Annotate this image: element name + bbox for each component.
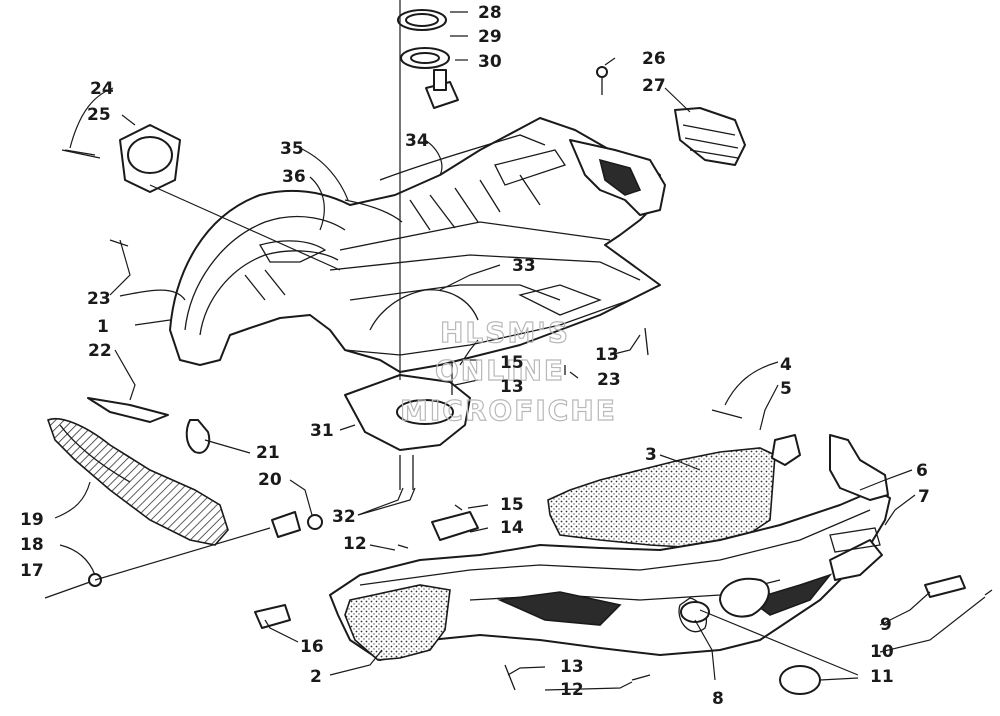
watermark-line-1: HLSM'S bbox=[440, 316, 570, 349]
callout-18: 18 bbox=[20, 535, 44, 555]
callout-4: 4 bbox=[780, 355, 792, 375]
leader-lines bbox=[54, 0, 986, 691]
callout-12-top: 12 bbox=[343, 534, 367, 554]
callout-13-center: 13 bbox=[500, 377, 524, 397]
callout-27: 27 bbox=[642, 76, 666, 96]
watermark: HLSM'S ONLINE MICROFICHE bbox=[399, 315, 617, 427]
small-parts bbox=[44, 9, 993, 695]
callout-13-right: 13 bbox=[595, 345, 619, 365]
upper-pan-assembly bbox=[169, 117, 666, 373]
callout-29: 29 bbox=[478, 27, 502, 47]
callout-7: 7 bbox=[918, 487, 930, 507]
callout-labels: 1 2 3 4 5 6 7 8 9 10 11 12 12 13 13 13 1… bbox=[20, 3, 930, 709]
callout-30: 30 bbox=[478, 52, 502, 72]
callout-23-right: 23 bbox=[597, 370, 621, 390]
watermark-line-2: ONLINE bbox=[435, 354, 565, 387]
callout-20: 20 bbox=[258, 470, 282, 490]
callout-36: 36 bbox=[282, 167, 306, 187]
callout-35: 35 bbox=[280, 139, 304, 159]
callout-11: 11 bbox=[870, 667, 894, 687]
callout-16: 16 bbox=[300, 637, 324, 657]
callout-31: 31 bbox=[310, 421, 334, 441]
callout-8: 8 bbox=[712, 689, 724, 709]
callout-10: 10 bbox=[870, 642, 894, 662]
callout-32: 32 bbox=[332, 507, 356, 527]
callout-13-bottom: 13 bbox=[560, 657, 584, 677]
watermark-line-3: MICROFICHE bbox=[400, 394, 617, 427]
callout-5: 5 bbox=[780, 379, 792, 399]
callout-17: 17 bbox=[20, 561, 44, 581]
callout-26: 26 bbox=[642, 49, 666, 69]
callout-22: 22 bbox=[88, 341, 112, 361]
callout-34: 34 bbox=[405, 131, 429, 151]
callout-33: 33 bbox=[512, 256, 536, 276]
callout-9: 9 bbox=[880, 615, 892, 635]
callout-21: 21 bbox=[256, 443, 280, 463]
callout-15-upper: 15 bbox=[500, 353, 524, 373]
callout-28: 28 bbox=[478, 3, 502, 23]
callout-23-left: 23 bbox=[87, 289, 111, 309]
callout-12-bottom: 12 bbox=[560, 680, 584, 700]
callout-15-lower: 15 bbox=[500, 495, 524, 515]
callout-3: 3 bbox=[645, 445, 657, 465]
callout-14: 14 bbox=[500, 518, 524, 538]
lower-pan-assembly bbox=[329, 434, 891, 661]
callout-24: 24 bbox=[90, 79, 114, 99]
callout-2: 2 bbox=[310, 667, 322, 687]
callout-1: 1 bbox=[97, 317, 109, 337]
callout-25: 25 bbox=[87, 105, 111, 125]
callout-6: 6 bbox=[916, 461, 928, 481]
callout-19: 19 bbox=[20, 510, 44, 530]
